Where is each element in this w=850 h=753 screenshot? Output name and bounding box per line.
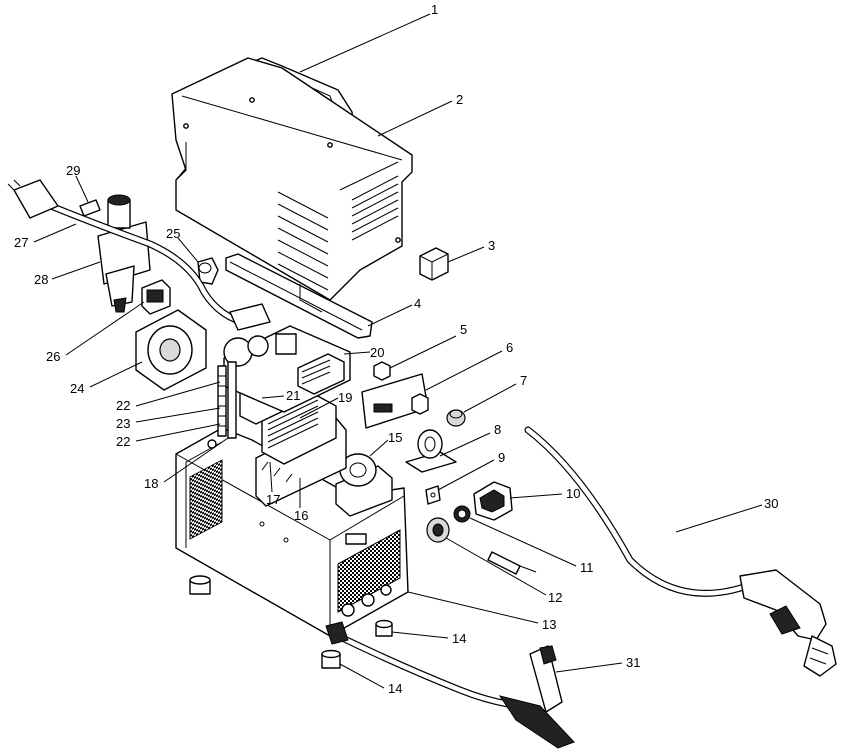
leader-lines	[33, 13, 763, 689]
control-board	[223, 325, 351, 413]
callout-11: 11	[580, 560, 594, 575]
callout-28: 28	[34, 272, 48, 287]
callout-22b: 22	[116, 434, 130, 449]
callout-24: 24	[70, 381, 84, 396]
callout-30: 30	[764, 496, 778, 511]
callout-31: 31	[626, 655, 640, 670]
callout-8: 8	[494, 422, 501, 437]
callout-26: 26	[46, 349, 60, 364]
callout-12: 12	[548, 590, 562, 605]
power-cord	[7, 179, 271, 331]
front-panel-plate	[361, 373, 429, 429]
rocker-switch	[141, 279, 171, 315]
work-clamp	[325, 621, 575, 749]
control-knob	[446, 409, 466, 427]
bracket-rail	[225, 253, 373, 339]
callout-22a: 22	[116, 398, 130, 413]
rubber-foot-1	[189, 575, 211, 595]
callout-5: 5	[460, 322, 467, 337]
callout-27: 27	[14, 235, 28, 250]
callout-6: 6	[506, 340, 513, 355]
callout-10: 10	[566, 486, 580, 501]
connector-ring	[453, 505, 471, 523]
torch-connector-housing	[473, 481, 513, 521]
callout-labels: 1 2 3 4 5 6 7 8 9 10 11 12 13 14 14 15 1…	[14, 2, 778, 696]
callout-14b: 14	[388, 681, 402, 696]
cooling-fan	[135, 309, 207, 391]
callout-23: 23	[116, 416, 130, 431]
base-chassis	[175, 427, 409, 637]
gas-fitting-nut	[373, 361, 391, 381]
cover-side-vents	[277, 191, 329, 291]
rubber-foot-3	[321, 649, 341, 669]
callout-9: 9	[498, 450, 505, 465]
callout-2: 2	[456, 92, 463, 107]
terminal-tab	[425, 485, 441, 505]
callout-18: 18	[144, 476, 158, 491]
callout-20: 20	[370, 345, 384, 360]
callout-13: 13	[542, 617, 556, 632]
callout-16: 16	[294, 508, 308, 523]
top-cover	[171, 57, 413, 301]
power-switch	[419, 247, 449, 281]
callout-21: 21	[286, 388, 300, 403]
rubber-foot-2	[375, 619, 393, 637]
main-transformer	[335, 453, 393, 517]
callout-14a: 14	[452, 631, 466, 646]
cover-front-vents	[351, 175, 399, 241]
callout-4: 4	[414, 296, 421, 311]
callout-1: 1	[431, 2, 438, 17]
callout-3: 3	[488, 238, 495, 253]
connector-strips	[217, 361, 237, 439]
callout-25: 25	[166, 226, 180, 241]
callout-7: 7	[520, 373, 527, 388]
callout-19: 19	[338, 390, 352, 405]
hose-fitting	[79, 199, 101, 217]
plasma-torch	[524, 426, 837, 677]
dinse-socket	[426, 517, 537, 575]
callout-17: 17	[266, 492, 280, 507]
callout-29: 29	[66, 163, 80, 178]
current-sensor	[405, 429, 457, 473]
callout-15: 15	[388, 430, 402, 445]
